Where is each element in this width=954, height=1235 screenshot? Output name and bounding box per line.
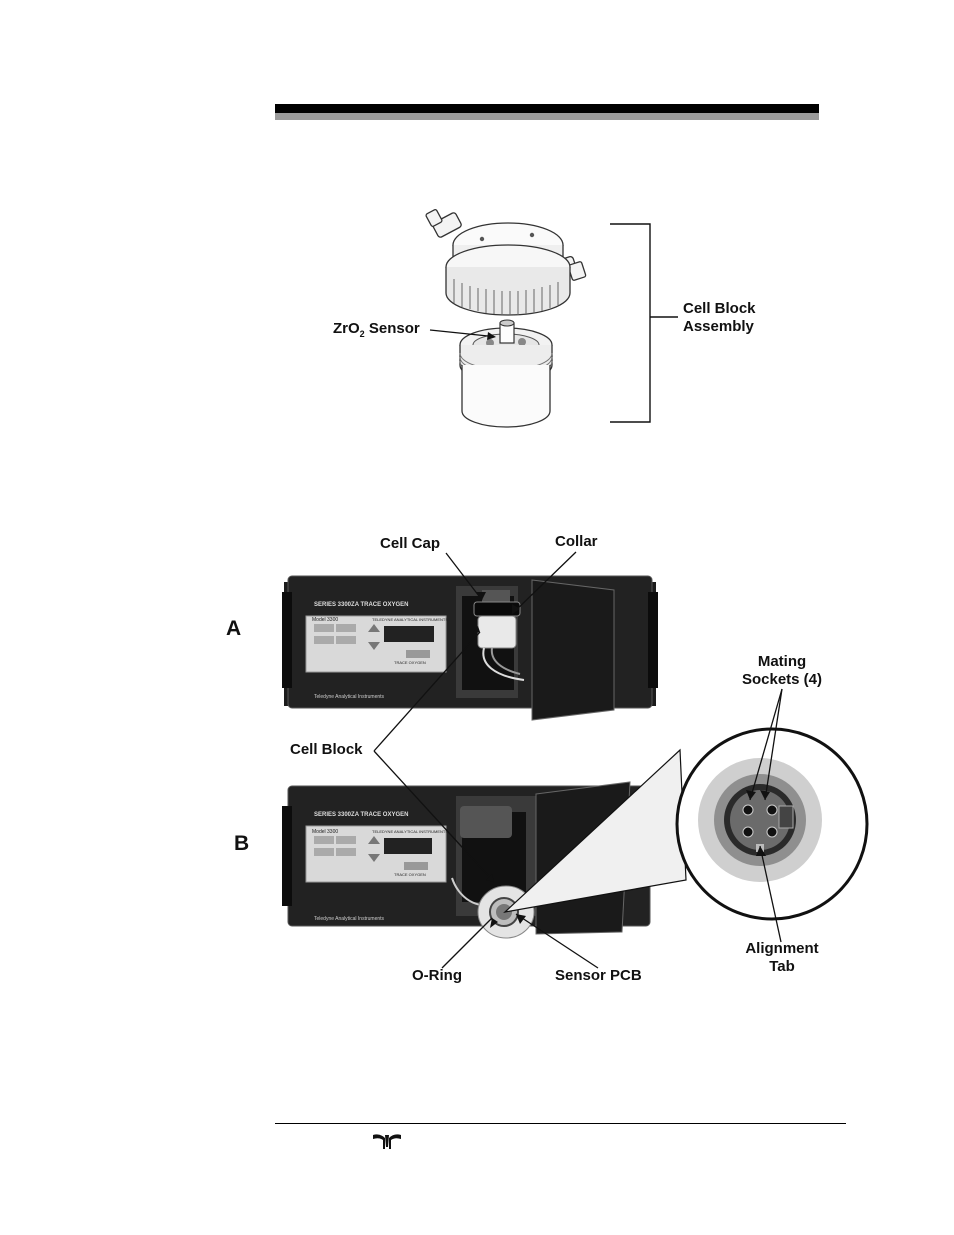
- assembly-bracket: [610, 223, 678, 423]
- zro2-sensor-label: ZrO2 Sensor: [333, 320, 420, 339]
- instrument-a-range: TRACE OXYGEN: [394, 660, 426, 665]
- instrument-a-footer-brand: Teledyne Analytical Instruments: [314, 694, 385, 700]
- instrument-b-drawing: [282, 781, 651, 939]
- instrument-b-brand: TELEDYNE ANALYTICAL INSTRUMENTS: [372, 829, 449, 834]
- cell-block-assembly-label: Cell Block Assembly: [683, 300, 756, 336]
- cell-cap-label: Cell Cap: [380, 535, 441, 552]
- alignment-tab-label: Alignment Tab: [732, 940, 832, 976]
- header-bar: [275, 104, 819, 113]
- o-ring-label: O-Ring: [412, 967, 462, 984]
- instrument-photo-b: SERIES 3300ZA TRACE OXYGEN Model 3300 TE…: [282, 781, 656, 942]
- cell-block-label: Cell Block: [290, 741, 363, 758]
- instrument-b-range: TRACE OXYGEN: [394, 872, 426, 877]
- sensor-leader-line: [429, 329, 496, 340]
- instrument-a-series-title: SERIES 3300ZA TRACE OXYGEN: [314, 602, 409, 608]
- header-bar-shadow: [275, 113, 819, 120]
- panel-a-label: A: [226, 617, 242, 640]
- teledyne-logo-icon: [373, 1134, 401, 1149]
- mating-sockets-label: Mating Sockets (4): [732, 653, 832, 689]
- instrument-b-series-title: SERIES 3300ZA TRACE OXYGEN: [314, 812, 409, 818]
- footer-rule: [275, 1123, 846, 1124]
- mating-sockets-line2: Sockets (4): [741, 671, 823, 688]
- zro2-subscript: 2: [359, 329, 365, 339]
- alignment-tab-line1: Alignment: [745, 940, 819, 957]
- alignment-tab-line2: Tab: [769, 958, 795, 975]
- collar-label: Collar: [555, 533, 598, 550]
- sensor-detail-zoom: [503, 727, 869, 921]
- instrument-a-brand: TELEDYNE ANALYTICAL INSTRUMENTS: [372, 617, 449, 622]
- cell-block-assembly-illustration: [425, 209, 587, 428]
- sensor-pcb-label: Sensor PCB: [555, 967, 642, 984]
- assembly-label-line1: Cell Block: [683, 300, 756, 317]
- instrument-a-model: Model 3300: [312, 617, 339, 623]
- mating-sockets-line1: Mating: [757, 653, 807, 670]
- instrument-b-footer-brand: Teledyne Analytical Instruments: [314, 916, 385, 922]
- panel-b-label: B: [234, 832, 250, 855]
- assembly-label-line2: Assembly: [683, 318, 754, 335]
- instrument-b-model: Model 3300: [312, 829, 339, 835]
